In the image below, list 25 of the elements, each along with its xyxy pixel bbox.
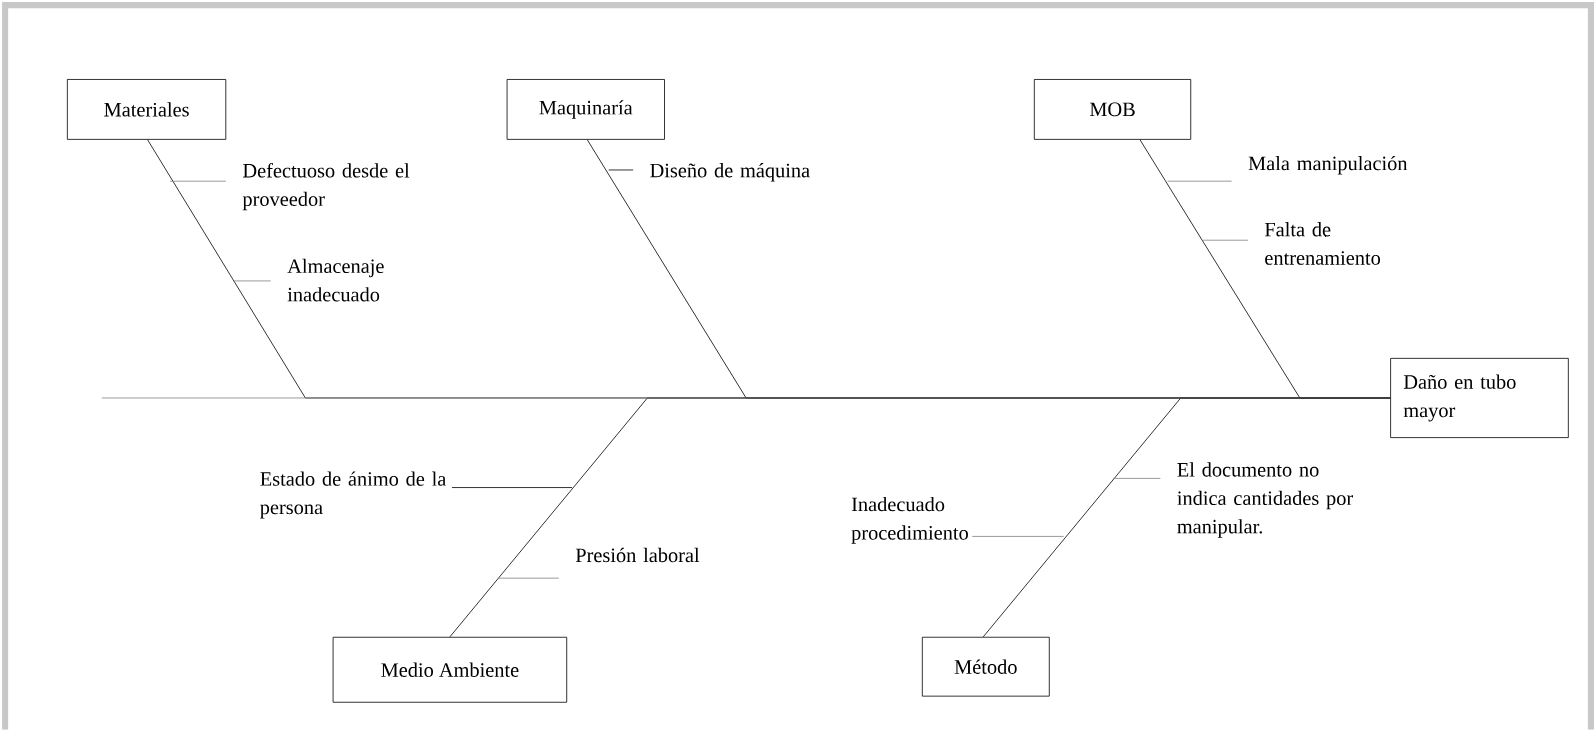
- cause-text: Defectuoso desde el proveedor: [242, 163, 410, 211]
- leader-line: [169, 180, 227, 182]
- category-box: Materiales: [66, 79, 227, 140]
- cause-text: Diseño de máquina: [650, 163, 810, 182]
- cause-text: El documento no indica cantidades por manipular.: [1177, 462, 1353, 538]
- category-box: MOB: [1033, 79, 1192, 140]
- category-box: Maquinaría: [506, 79, 665, 140]
- cause-text: Almacenaje inadecuado: [287, 258, 384, 302]
- leader-line: [1113, 478, 1161, 479]
- cause-text: Inadecuado procedimiento: [851, 497, 968, 544]
- cause-text: Estado de ánimo de la persona: [260, 471, 447, 519]
- spine-line: [101, 397, 1391, 399]
- cause-text: Presión laboral: [575, 547, 700, 563]
- category-box: Método: [921, 636, 1050, 697]
- cause-text: Mala manipulación: [1248, 156, 1408, 175]
- category-box: Daño en tubo mayor: [1390, 358, 1569, 439]
- leader-line: [608, 169, 634, 171]
- category-box: Medio Ambiente: [332, 636, 568, 703]
- leader-line: [233, 280, 272, 282]
- leader-line: [1167, 180, 1232, 182]
- leader-line: [498, 577, 560, 579]
- leader-line: [971, 536, 1065, 537]
- cause-text: Falta de entrenamiento: [1264, 222, 1381, 265]
- leader-line: [1202, 239, 1249, 241]
- leader-line: [451, 487, 573, 489]
